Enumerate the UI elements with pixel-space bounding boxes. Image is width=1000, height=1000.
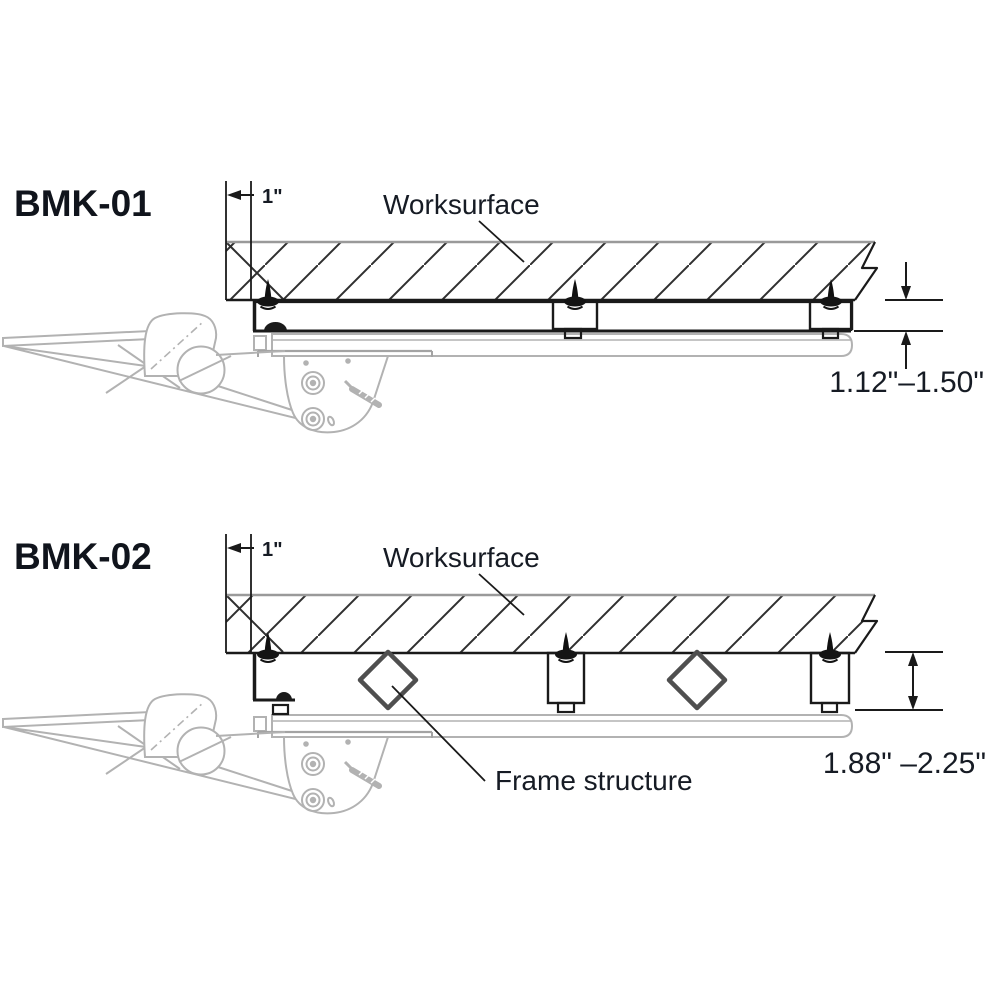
frame-member-diamond: [357, 649, 419, 711]
frame-leader-line: [391, 685, 486, 782]
worksurface-leader-line: [478, 573, 525, 616]
spacer-block: [809, 651, 851, 705]
flange-screw-head: [264, 322, 287, 331]
height-range-label: 1.12"–1.50": [829, 366, 984, 399]
height-dimension: 1.12"–1.50": [829, 262, 984, 399]
flange-screw-head: [276, 692, 292, 700]
worksurface-label: Worksurface: [383, 542, 540, 573]
diagram-bmk01: 1" 1.12"–1.50" BMK-01 Worksurface: [3, 181, 984, 432]
break-line: [854, 241, 879, 301]
mounting-track: [252, 278, 854, 340]
track-block-foot: [563, 327, 583, 340]
spacer-foot: [820, 701, 839, 714]
height-range-label: 1.88" –2.25": [823, 747, 986, 780]
worksurface-leader-line: [478, 220, 525, 263]
frame-structure-label: Frame structure: [495, 765, 693, 796]
frame-structure-callout: Frame structure: [391, 685, 693, 796]
diagram-bmk02: 1" 1.88" –2.25" BMK-02 Worksurface Frame…: [3, 534, 986, 813]
spacer-standoffs: [252, 631, 851, 716]
setback-dimension: 1": [225, 534, 283, 653]
setback-dimension: 1": [225, 181, 283, 300]
height-dimension: 1.88" –2.25": [823, 651, 986, 780]
frame-member-diamond: [666, 649, 728, 711]
worksurface-callout: Worksurface: [383, 189, 540, 263]
worksurface-callout: Worksurface: [383, 542, 540, 616]
spacer-block: [546, 651, 586, 705]
flange-foot: [271, 703, 290, 716]
track-block-foot: [821, 327, 840, 340]
break-line: [854, 594, 879, 654]
diagram-title: BMK-01: [14, 183, 152, 224]
worksurface-slab: [226, 593, 879, 655]
spacer-foot: [556, 701, 576, 714]
worksurface-label: Worksurface: [383, 189, 540, 220]
setback-dimension-label: 1": [262, 539, 283, 561]
frame-structure-members: [357, 649, 728, 711]
diagram-title: BMK-02: [14, 536, 152, 577]
setback-dimension-label: 1": [262, 186, 283, 208]
worksurface-slab: [226, 240, 879, 302]
